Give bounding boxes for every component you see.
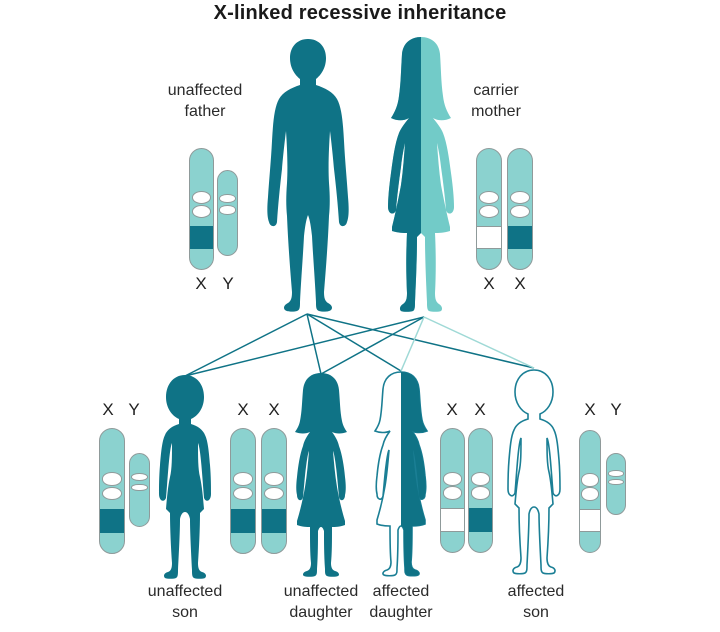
centromere xyxy=(263,472,285,487)
line-mother-affected-son xyxy=(423,316,535,369)
centromere xyxy=(608,478,624,486)
daughter2-chrom-x2-label: X xyxy=(474,400,486,419)
son1-chrom-x-label: X xyxy=(102,400,114,419)
unaffected-daughter-silhouette xyxy=(295,373,347,577)
daughter2-chromosome-x2 xyxy=(468,428,493,553)
father-chrom-x-label: X xyxy=(195,274,207,293)
affected-son-silhouette xyxy=(507,369,561,575)
centromere xyxy=(509,204,531,218)
mother-silhouette xyxy=(388,37,454,312)
mother-chromosome-x2 xyxy=(507,148,533,270)
line-father-unaffected-son xyxy=(184,313,308,377)
centromere xyxy=(131,473,148,482)
unaffected-son-silhouette xyxy=(159,375,211,579)
line-mother-unaffected-son xyxy=(184,316,425,377)
allele-band xyxy=(262,508,286,533)
line-father-affected-son xyxy=(306,313,535,369)
centromere xyxy=(509,191,531,205)
son2-chrom-y-label: Y xyxy=(610,400,622,419)
centromere xyxy=(470,472,491,486)
son2-chromosome-y xyxy=(606,453,626,515)
son2-chrom-x-label: X xyxy=(584,400,596,419)
page-title: X-linked recessive inheritance xyxy=(213,2,507,24)
centromere xyxy=(263,486,285,501)
allele-band xyxy=(100,508,124,533)
son2-chromosome-x xyxy=(579,430,601,553)
centromere xyxy=(232,472,254,487)
centromere xyxy=(478,204,500,218)
father-chrom-y-label: Y xyxy=(222,274,234,293)
centromere xyxy=(442,472,463,486)
allele-band xyxy=(441,508,464,532)
centromere xyxy=(131,483,148,492)
son1-chromosome-x xyxy=(99,428,125,554)
allele-band xyxy=(580,509,600,533)
centromere xyxy=(442,486,463,500)
centromere xyxy=(219,205,236,215)
centromere xyxy=(478,191,500,205)
daughter2-chrom-x1-label: X xyxy=(446,400,458,419)
father-chromosome-x xyxy=(189,148,214,270)
centromere xyxy=(581,487,599,501)
centromere xyxy=(581,473,599,487)
centromere xyxy=(101,472,123,487)
line-mother-affected-daughter xyxy=(400,316,425,372)
mother-chrom-x1-label: X xyxy=(483,274,495,293)
line-father-affected-daughter xyxy=(306,313,402,372)
unaffected-son-label: unaffected son xyxy=(147,583,223,621)
son1-chromosome-y xyxy=(129,453,150,527)
daughter1-chromosome-x1 xyxy=(230,428,256,554)
allele-band xyxy=(231,508,255,533)
centromere xyxy=(101,486,123,501)
affected-son-label: affected son xyxy=(507,583,565,621)
centromere xyxy=(608,470,624,477)
son1-chrom-y-label: Y xyxy=(128,400,140,419)
centromere xyxy=(470,486,491,500)
daughter2-chromosome-x1 xyxy=(440,428,465,553)
daughter1-chromosome-x2 xyxy=(261,428,287,554)
allele-band xyxy=(469,508,492,532)
affected-daughter-silhouette xyxy=(374,371,428,577)
unaffected-daughter-label: unaffected daughter xyxy=(283,583,359,621)
centromere xyxy=(219,193,236,203)
mother-chromosome-x1 xyxy=(476,148,502,270)
allele-band xyxy=(477,226,501,250)
daughter1-chrom-x1-label: X xyxy=(237,400,249,419)
line-mother-unaffected-daughter xyxy=(320,316,425,375)
allele-band xyxy=(508,226,532,250)
centromere xyxy=(232,486,254,501)
centromere xyxy=(191,191,212,205)
father-chromosome-y xyxy=(217,170,238,256)
mother-chrom-x2-label: X xyxy=(514,274,526,293)
centromere xyxy=(191,204,212,218)
father-silhouette xyxy=(267,39,349,312)
allele-band xyxy=(190,226,213,250)
daughter1-chrom-x2-label: X xyxy=(268,400,280,419)
father-label: unaffected father xyxy=(167,82,243,120)
mother-label: carrier mother xyxy=(471,82,521,120)
affected-daughter-label: affected daughter xyxy=(369,583,433,621)
